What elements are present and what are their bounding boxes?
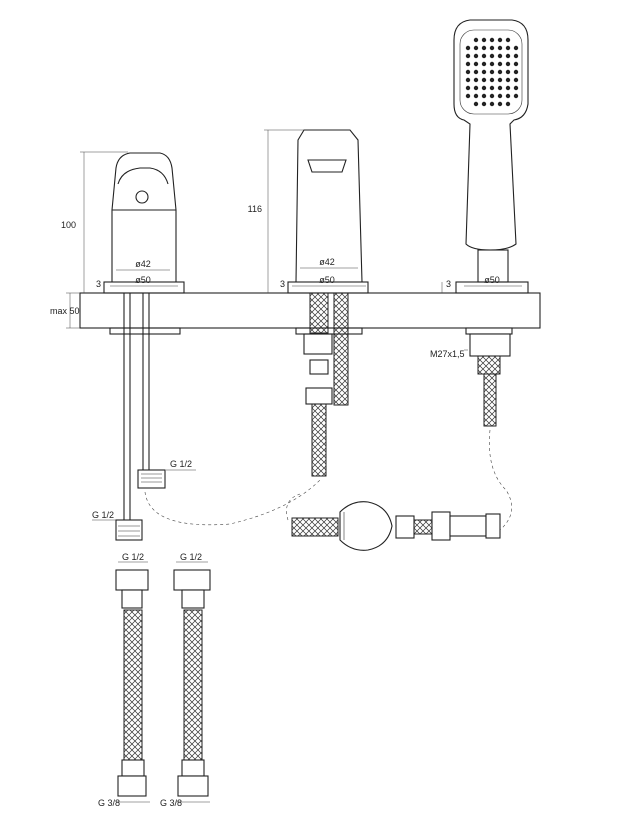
gap-3-middle-label: 3 xyxy=(280,279,285,289)
gap-3-left-label: 3 xyxy=(96,279,101,289)
nozzle-dot xyxy=(505,85,511,91)
nozzle-dot xyxy=(513,69,519,75)
g38-label-left: G 3/8 xyxy=(98,798,120,808)
nozzle-dot xyxy=(465,85,471,91)
nozzle-dot xyxy=(473,61,479,67)
nozzle-dot xyxy=(465,53,471,59)
spout-d42-label: ø42 xyxy=(319,257,335,267)
shower-nozzles xyxy=(465,37,519,107)
diverter xyxy=(291,501,501,551)
nozzle-dot xyxy=(473,69,479,75)
nozzle-dot xyxy=(505,37,511,43)
nozzle-dot xyxy=(513,85,519,91)
nozzle-dot xyxy=(473,37,479,43)
nozzle-dot xyxy=(489,61,495,67)
max-50-label: max 50 xyxy=(50,306,80,316)
nozzle-dot xyxy=(505,53,511,59)
nozzle-dot xyxy=(489,93,495,99)
nozzle-dot xyxy=(489,101,495,107)
nozzle-dot xyxy=(481,61,487,67)
nozzle-dot xyxy=(489,53,495,59)
nozzle-dot xyxy=(497,53,503,59)
g38-label-right: G 3/8 xyxy=(160,798,182,808)
mixer-d42-label: ø42 xyxy=(135,259,151,269)
shower-d50-label: ø50 xyxy=(484,275,500,285)
g12-label-outlet: G 1/2 xyxy=(92,510,114,520)
nozzle-dot xyxy=(497,61,503,67)
spout-pipes xyxy=(295,292,363,477)
nozzle-dot xyxy=(481,45,487,51)
dimension-lines xyxy=(66,129,522,803)
nozzle-dot xyxy=(489,85,495,91)
supply-hose-right xyxy=(173,569,211,797)
nozzle-dot xyxy=(505,61,511,67)
nozzle-dot xyxy=(473,93,479,99)
supply-hose-left xyxy=(115,569,149,797)
nozzle-dot xyxy=(481,69,487,75)
nozzle-dot xyxy=(465,77,471,83)
nozzle-dot xyxy=(465,45,471,51)
nozzle-dot xyxy=(505,93,511,99)
nozzle-dot xyxy=(481,53,487,59)
nozzle-dot xyxy=(473,53,479,59)
nozzle-dot xyxy=(513,45,519,51)
hand-shower xyxy=(453,19,529,427)
nozzle-dot xyxy=(497,85,503,91)
nozzle-dot xyxy=(489,69,495,75)
connection-paths xyxy=(144,429,513,531)
nozzle-dot xyxy=(489,37,495,43)
nozzle-dot xyxy=(497,77,503,83)
nozzle-dot xyxy=(473,85,479,91)
m27-label: M27x1,5 xyxy=(430,349,465,359)
g12-label-mixer: G 1/2 xyxy=(170,459,192,469)
nozzle-dot xyxy=(481,37,487,43)
g12-label-hose-left: G 1/2 xyxy=(122,552,144,562)
gap-3-right-label: 3 xyxy=(446,279,451,289)
nozzle-dot xyxy=(481,77,487,83)
nozzle-dot xyxy=(489,45,495,51)
nozzle-dot xyxy=(481,93,487,99)
nozzle-dot xyxy=(513,61,519,67)
nozzle-dot xyxy=(513,53,519,59)
mixer-d50-label: ø50 xyxy=(135,275,151,285)
nozzle-dot xyxy=(465,61,471,67)
nozzle-dot xyxy=(497,69,503,75)
mixer-body xyxy=(103,152,185,294)
nozzle-dot xyxy=(505,45,511,51)
nozzle-dot xyxy=(497,37,503,43)
nozzle-dot xyxy=(497,45,503,51)
nozzle-dot xyxy=(481,101,487,107)
nozzle-dot xyxy=(473,101,479,107)
nozzle-dot xyxy=(465,69,471,75)
nozzle-dot xyxy=(473,45,479,51)
nozzle-dot xyxy=(505,101,511,107)
nozzle-dot xyxy=(489,77,495,83)
dim-116-label: 116 xyxy=(248,204,262,214)
dim-100-label: 100 xyxy=(61,220,76,230)
nozzle-dot xyxy=(465,93,471,99)
nozzle-dot xyxy=(513,93,519,99)
nozzle-dot xyxy=(497,101,503,107)
nozzle-dot xyxy=(497,93,503,99)
nozzle-dot xyxy=(505,77,511,83)
nozzle-dot xyxy=(481,85,487,91)
lever-screw-icon xyxy=(135,190,149,204)
nozzle-dot xyxy=(473,77,479,83)
nozzle-dot xyxy=(505,69,511,75)
g12-label-hose-right: G 1/2 xyxy=(180,552,202,562)
mixer-pipes xyxy=(109,293,181,541)
spout-d50-label: ø50 xyxy=(319,275,335,285)
nozzle-dot xyxy=(513,77,519,83)
spout-body xyxy=(287,129,369,294)
